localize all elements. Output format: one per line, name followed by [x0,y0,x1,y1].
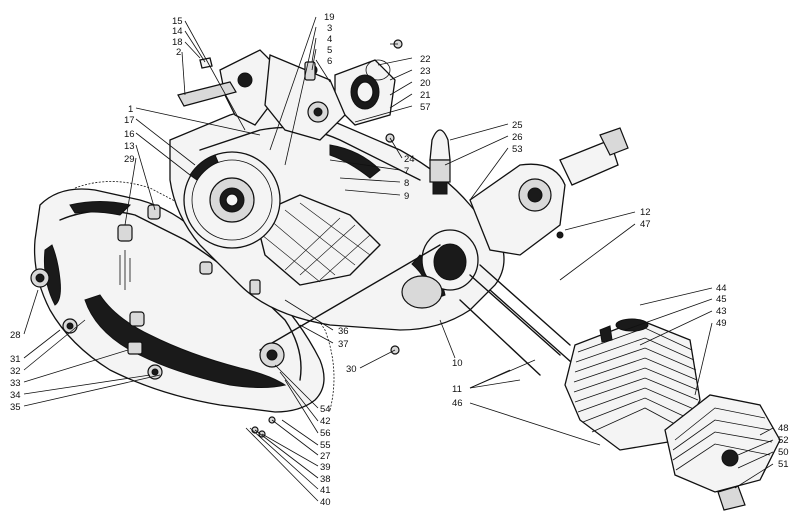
label-57: 57 [420,102,431,113]
label-3: 3 [327,23,332,34]
label-50: 50 [778,447,789,458]
label-22: 22 [420,54,431,65]
label-53: 53 [512,144,523,155]
label-45: 45 [716,294,727,305]
label-54: 54 [320,404,331,415]
label-23: 23 [420,66,431,77]
label-25: 25 [512,120,523,131]
label-19: 19 [324,12,335,23]
intake-flange [334,59,396,126]
label-55: 55 [320,440,331,451]
label-38: 38 [320,474,331,485]
label-6: 6 [327,56,332,67]
label-28: 28 [10,330,21,341]
label-37: 37 [338,339,349,350]
label-49: 49 [716,318,727,329]
label-4: 4 [327,34,332,45]
label-39: 39 [320,462,331,473]
label-56: 56 [320,428,331,439]
upper-bracket [219,49,346,141]
label-7: 7 [404,166,409,177]
leader-lines [23,16,774,502]
label-40: 40 [320,497,331,508]
spark-plug [429,129,451,195]
label-14: 14 [172,26,183,37]
label-13: 13 [124,141,135,152]
callout-labels: 15 14 18 2 19 3 4 5 6 22 23 20 21 57 1 1… [10,12,789,508]
label-43: 43 [716,306,727,317]
label-42: 42 [320,416,331,427]
label-8: 8 [404,178,409,189]
label-48: 48 [778,423,789,434]
label-12: 12 [640,207,651,218]
label-2: 2 [176,47,181,58]
label-27: 27 [320,451,331,462]
label-46: 46 [452,398,463,409]
label-16: 16 [124,129,135,140]
label-20: 20 [420,78,431,89]
label-17: 17 [124,115,135,126]
label-35: 35 [10,402,21,413]
label-32: 32 [10,366,21,377]
label-30: 30 [346,364,357,375]
label-5: 5 [327,45,332,56]
cylinder-head [664,394,781,511]
label-26: 26 [512,132,523,143]
label-51: 51 [778,459,789,470]
label-11: 11 [452,384,462,395]
label-10: 10 [452,358,463,369]
label-44: 44 [716,283,727,294]
label-33: 33 [10,378,21,389]
label-1: 1 [128,104,133,115]
label-29: 29 [124,154,135,165]
right-housing [469,127,629,256]
label-15: 15 [172,16,183,27]
label-41: 41 [320,485,331,496]
label-21: 21 [420,90,431,101]
label-34: 34 [10,390,21,401]
label-52: 52 [778,435,789,446]
label-36: 36 [338,326,349,337]
label-18: 18 [172,37,183,48]
label-47: 47 [640,219,651,230]
crank-rod [259,244,441,368]
cylinder-base [401,229,581,376]
label-9: 9 [404,191,409,202]
flywheel [183,151,281,249]
label-31: 31 [10,354,21,365]
label-24: 24 [404,154,415,165]
finned-cylinder [564,318,701,451]
